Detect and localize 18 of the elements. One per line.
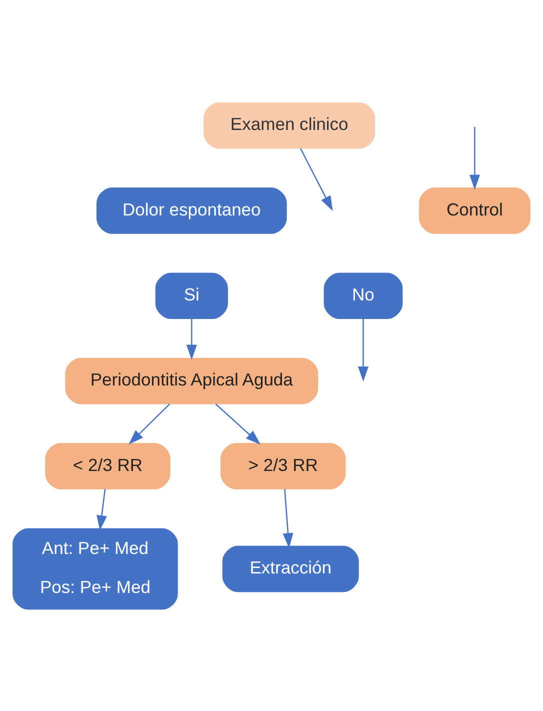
- arrow: [282, 488, 294, 548]
- arrow: [128, 403, 170, 444]
- node-box: No: [324, 272, 403, 319]
- node-box: < 2/3 RR: [45, 442, 170, 489]
- arrow: [96, 488, 107, 530]
- arrow: [469, 126, 480, 190]
- node-box: Control: [418, 187, 530, 234]
- arrow: [300, 148, 333, 211]
- node-box: > 2/3 RR: [220, 442, 346, 489]
- node-box: Si: [155, 272, 228, 319]
- arrow: [358, 318, 368, 382]
- node-box: Examen clinico: [204, 102, 376, 148]
- arrow: [186, 318, 197, 360]
- node-box: Dolor espontaneo: [96, 187, 287, 234]
- arrow: [215, 403, 261, 444]
- node-box: Extracción: [222, 545, 359, 592]
- node-box: Ant: Pe+ Med Pos: Pe+ Med: [12, 528, 178, 610]
- node-box: Periodontitis Apical Aguda: [65, 357, 318, 404]
